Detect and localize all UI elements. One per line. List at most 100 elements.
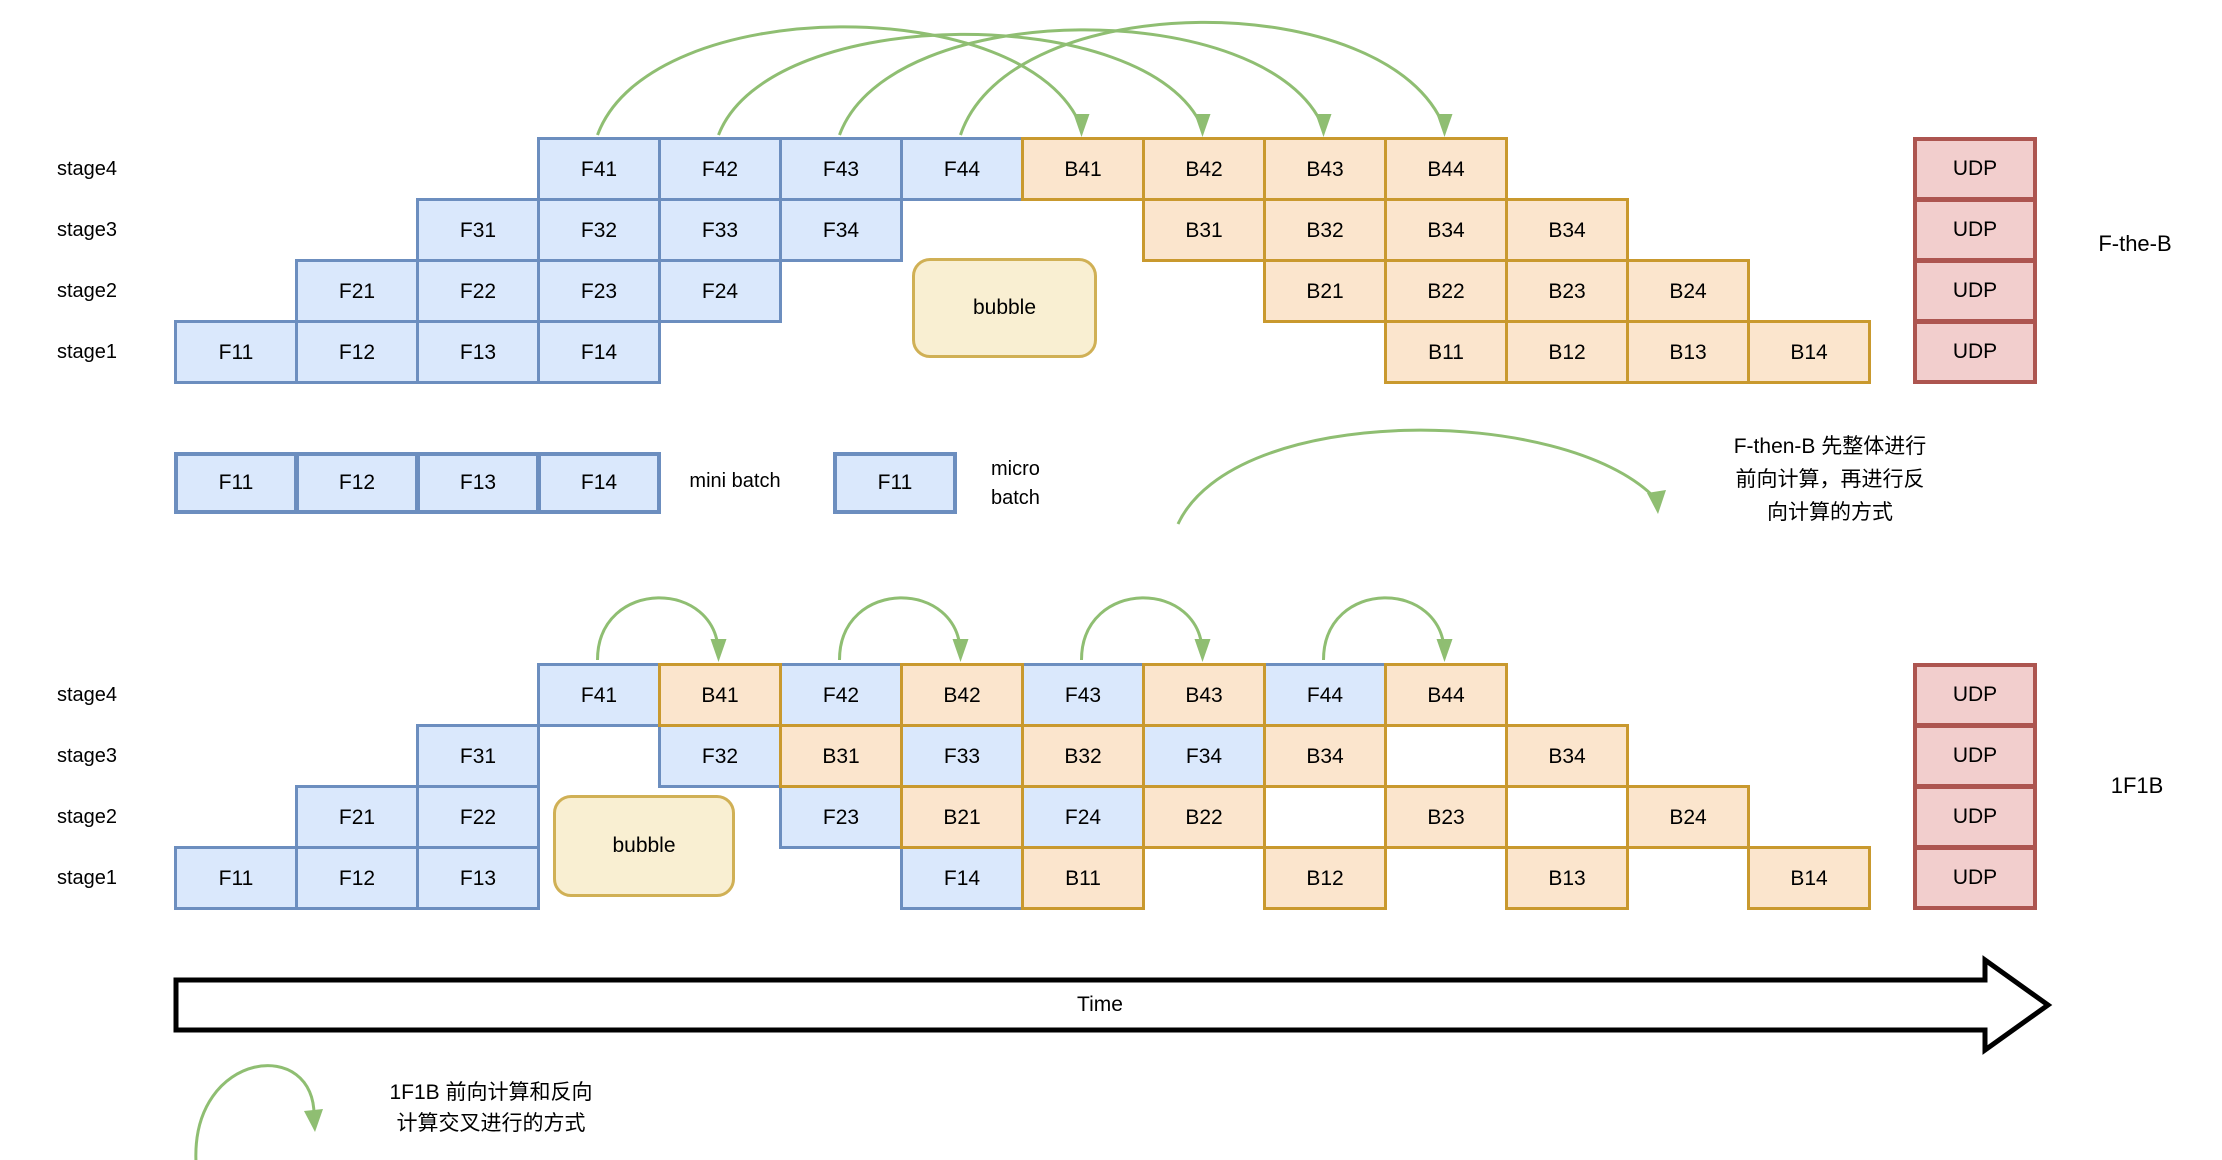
mini-batch-cell-f11: F11 [174, 452, 298, 514]
cell-f31: F31 [416, 724, 540, 788]
cell-b14: B14 [1747, 320, 1871, 384]
arc-1f1b-annotation [194, 1064, 316, 1160]
annotation-line: 1F1B 前向计算和反向 [389, 1081, 593, 1104]
cell-b13: B13 [1626, 320, 1750, 384]
one-f-one-b-diagram-label: 1F1B [2110, 773, 2164, 798]
udp-cell: UDP [1913, 259, 2037, 323]
cell-b32: B32 [1021, 724, 1145, 788]
bubble-bottom: bubble [553, 795, 735, 897]
arc-f41-b41-1f1b [596, 596, 720, 661]
udp-cell: UDP [1913, 785, 2037, 849]
cell-b43: B43 [1263, 137, 1387, 201]
stage-label-stage4: stage4 [56, 684, 118, 706]
udp-cell: UDP [1913, 137, 2037, 201]
cell-f12: F12 [295, 320, 419, 384]
udp-cell: UDP [1913, 198, 2037, 262]
cell-f23: F23 [537, 259, 661, 323]
cell-b31: B31 [779, 724, 903, 788]
cell-f13: F13 [416, 846, 540, 910]
cell-f43: F43 [1021, 663, 1145, 727]
arrowhead-icon [952, 639, 969, 662]
micro-batch-label-line2: batch [991, 487, 1040, 509]
cell-b23: B23 [1384, 785, 1508, 849]
cell-f41: F41 [537, 137, 661, 201]
mini-batch-label: mini batch [689, 470, 781, 492]
cell-f32: F32 [537, 198, 661, 262]
udp-cell: UDP [1913, 846, 2037, 910]
annotation-line: 计算交叉进行的方式 [396, 1112, 586, 1135]
cell-f44: F44 [900, 137, 1024, 201]
time-axis-label: Time [1077, 993, 1123, 1016]
arc-f41-b41 [596, 25, 1083, 136]
f-the-b-diagram-label: F-the-B [2098, 231, 2172, 256]
cell-b23: B23 [1505, 259, 1629, 323]
micro-batch-label-line1: micro [991, 458, 1040, 480]
cell-b41: B41 [658, 663, 782, 727]
arrowhead-icon [1194, 639, 1211, 662]
udp-cell: UDP [1913, 663, 2037, 727]
arrowhead-icon [710, 639, 727, 662]
cell-b41: B41 [1021, 137, 1145, 201]
cell-b11: B11 [1021, 846, 1145, 910]
cell-f34: F34 [779, 198, 903, 262]
cell-b31: B31 [1142, 198, 1266, 262]
cell-b34: B34 [1384, 198, 1508, 262]
cell-b24: B24 [1626, 259, 1750, 323]
cell-b22: B22 [1384, 259, 1508, 323]
cell-f12: F12 [295, 846, 419, 910]
arrowhead-icon [304, 1109, 323, 1132]
arc-fthenb-annotation [1176, 428, 1657, 525]
cell-f42: F42 [779, 663, 903, 727]
cell-f13: F13 [416, 320, 540, 384]
cell-b44: B44 [1384, 137, 1508, 201]
cell-b21: B21 [1263, 259, 1387, 323]
cell-f42: F42 [658, 137, 782, 201]
annotation-line: 向计算的方式 [1767, 501, 1893, 524]
cell-f31: F31 [416, 198, 540, 262]
cell-f41: F41 [537, 663, 661, 727]
cell-f21: F21 [295, 259, 419, 323]
cell-f22: F22 [416, 785, 540, 849]
cell-b42: B42 [1142, 137, 1266, 201]
cell-b34: B34 [1505, 198, 1629, 262]
arrowhead-icon [1436, 114, 1453, 137]
cell-b32: B32 [1263, 198, 1387, 262]
stage-label-stage1: stage1 [56, 867, 118, 889]
cell-f14: F14 [900, 846, 1024, 910]
arc-f44-b44 [959, 20, 1446, 136]
cell-f22: F22 [416, 259, 540, 323]
arc-f43-b43 [838, 28, 1325, 136]
mini-batch-cell-f13: F13 [416, 452, 540, 514]
arc-f42-b42 [717, 32, 1204, 136]
annotation-line: F-then-B 先整体进行 [1733, 435, 1927, 458]
arc-f44-b44-1f1b [1322, 596, 1446, 661]
one-f-one-b-annotation: 1F1B 前向计算和反向 计算交叉进行的方式 [355, 1077, 627, 1139]
cell-f33: F33 [658, 198, 782, 262]
arc-f42-b42-1f1b [838, 596, 962, 661]
cell-f14: F14 [537, 320, 661, 384]
stage-label-stage4: stage4 [56, 158, 118, 180]
cell-f33: F33 [900, 724, 1024, 788]
arrowhead-icon [1194, 114, 1211, 137]
stage-label-stage2: stage2 [56, 806, 118, 828]
cell-b43: B43 [1142, 663, 1266, 727]
micro-batch-label: micro batch [991, 455, 1040, 513]
cell-b14: B14 [1747, 846, 1871, 910]
cell-f34: F34 [1142, 724, 1266, 788]
cell-b13: B13 [1505, 846, 1629, 910]
cell-b24: B24 [1626, 785, 1750, 849]
stage-label-stage2: stage2 [56, 280, 118, 302]
cell-f11: F11 [174, 320, 298, 384]
cell-f44: F44 [1263, 663, 1387, 727]
udp-cell: UDP [1913, 320, 2037, 384]
bubble-top: bubble [912, 258, 1097, 358]
cell-f24: F24 [1021, 785, 1145, 849]
cell-b34: B34 [1505, 724, 1629, 788]
stage-label-stage3: stage3 [56, 745, 118, 767]
arrowhead-icon [1315, 114, 1332, 137]
f-then-b-annotation: F-then-B 先整体进行 前向计算，再进行反 向计算的方式 [1688, 430, 1972, 529]
cell-f43: F43 [779, 137, 903, 201]
cell-f21: F21 [295, 785, 419, 849]
cell-b11: B11 [1384, 320, 1508, 384]
